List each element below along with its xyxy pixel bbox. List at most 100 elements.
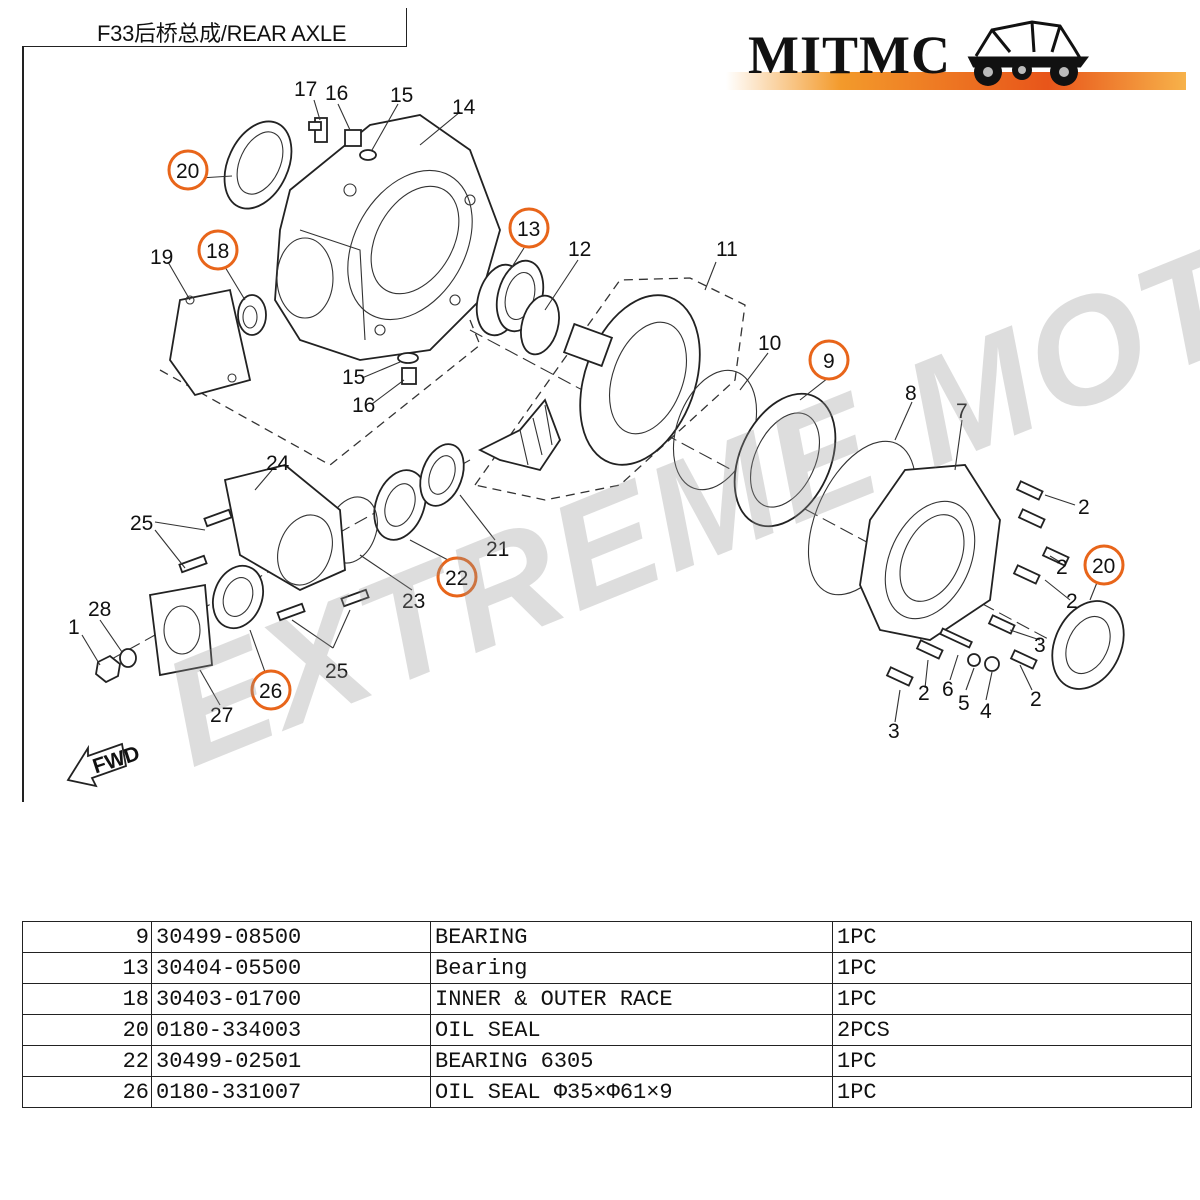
callout-15-lower: 15 [342, 366, 365, 389]
inner-outer-race [237, 294, 267, 336]
cell-item-no: 13 [22, 952, 152, 984]
breather-fitting [308, 117, 328, 143]
table-row: 9 30499-08500 BEARING 1PC [22, 921, 1192, 953]
cell-description: BEARING 6305 [430, 1045, 833, 1077]
table-row: 20 0180-334003 OIL SEAL 2PCS [22, 1014, 1192, 1046]
highlighted-callouts: 20 18 13 9 20 22 26 [167, 149, 1125, 711]
cell-qty: 1PC [832, 1045, 1192, 1077]
cell-description: BEARING [430, 921, 833, 953]
callout-20-lower[interactable]: 20 [1083, 544, 1125, 586]
cell-description: INNER & OUTER RACE [430, 983, 833, 1015]
callout-1: 1 [68, 616, 80, 639]
callout-27: 27 [210, 704, 233, 727]
table-row: 13 30404-05500 Bearing 1PC [22, 952, 1192, 984]
callout-16-upper: 16 [325, 82, 348, 105]
callout-10: 10 [758, 332, 781, 355]
svg-text:13: 13 [517, 218, 540, 241]
pinion-gear [477, 398, 562, 472]
flange-washer [119, 648, 137, 668]
callout-2c: 2 [1066, 590, 1078, 613]
bearing-6305 [373, 469, 427, 541]
callout-24: 24 [266, 452, 290, 475]
cell-item-no: 18 [22, 983, 152, 1015]
callout-13[interactable]: 13 [508, 207, 550, 249]
fwd-arrow-icon: FWD [66, 742, 143, 788]
input-housing [223, 464, 346, 592]
callout-5: 5 [958, 692, 970, 715]
callout-2b: 2 [1056, 556, 1068, 579]
cell-description: Bearing [430, 952, 833, 984]
table-row: 22 30499-02501 BEARING 6305 1PC [22, 1045, 1192, 1077]
page-title: F33后桥总成/REAR AXLE [97, 21, 347, 46]
callout-20-upper[interactable]: 20 [167, 149, 209, 191]
callout-2a: 2 [1078, 496, 1090, 519]
svg-text:22: 22 [445, 567, 468, 590]
callout-2d: 2 [1030, 688, 1042, 711]
shim-ring [520, 294, 560, 356]
drain-plug-lower [397, 352, 419, 385]
housing-gasket [169, 288, 252, 397]
group-outline-housing [159, 319, 481, 466]
cell-part-number: 0180-331007 [151, 1076, 431, 1108]
callout-25b: 25 [325, 660, 348, 683]
callout-4: 4 [980, 700, 992, 723]
cell-qty: 2PCS [832, 1014, 1192, 1046]
cell-qty: 1PC [832, 921, 1192, 953]
cell-part-number: 0180-334003 [151, 1014, 431, 1046]
cell-part-number: 30499-02501 [151, 1045, 431, 1077]
callout-7: 7 [956, 400, 968, 423]
callout-16-lower: 16 [352, 394, 375, 417]
cell-part-number: 30499-08500 [151, 921, 431, 953]
callout-labels: 17 16 15 14 19 15 16 12 11 10 8 7 2 2 2 … [68, 78, 1090, 743]
callout-26[interactable]: 26 [250, 669, 292, 711]
cell-item-no: 20 [22, 1014, 152, 1046]
svg-text:9: 9 [823, 350, 835, 373]
leader-lines [81, 99, 1099, 723]
oil-seal-lower [1051, 600, 1125, 690]
cell-qty: 1PC [832, 952, 1192, 984]
callout-12: 12 [568, 238, 591, 261]
cell-qty: 1PC [832, 983, 1192, 1015]
callout-15-upper: 15 [390, 84, 413, 107]
callout-21: 21 [486, 538, 509, 561]
table-row: 18 30403-01700 INNER & OUTER RACE 1PC [22, 983, 1192, 1015]
callout-23: 23 [402, 590, 425, 613]
callout-8: 8 [905, 382, 917, 405]
frame-rule [22, 46, 24, 802]
cell-item-no: 9 [22, 921, 152, 953]
svg-text:20: 20 [1092, 555, 1115, 578]
callout-9[interactable]: 9 [808, 339, 850, 381]
axle-housing [274, 114, 501, 361]
callout-19: 19 [150, 246, 173, 269]
callout-17: 17 [294, 78, 317, 101]
callout-6: 6 [942, 678, 954, 701]
cell-part-number: 30403-01700 [151, 983, 431, 1015]
main-bearing [733, 392, 837, 528]
flange-nut [95, 654, 121, 684]
brand-logo: MITMC [726, 12, 1186, 100]
cover-bolts [885, 480, 1070, 687]
title-box: F33后桥总成/REAR AXLE [22, 8, 407, 47]
brand-name: MITMC [748, 25, 951, 85]
callout-11: 11 [716, 238, 738, 261]
cell-qty: 1PC [832, 1076, 1192, 1108]
cell-item-no: 26 [22, 1076, 152, 1108]
drain-plug-upper [344, 129, 377, 161]
cell-description: OIL SEAL Φ35×Φ61×9 [430, 1076, 833, 1108]
exploded-diagram: .ln { fill: none; stroke: #222; stroke-w… [66, 78, 1125, 788]
cell-part-number: 30404-05500 [151, 952, 431, 984]
oil-seal-upper [223, 120, 293, 210]
svg-text:26: 26 [259, 680, 282, 703]
svg-text:20: 20 [176, 160, 199, 183]
input-bolts [178, 508, 370, 622]
callout-22[interactable]: 22 [436, 556, 478, 598]
callout-18[interactable]: 18 [197, 229, 239, 271]
callout-14: 14 [452, 96, 476, 119]
callout-3a: 3 [1034, 634, 1046, 657]
cell-description: OIL SEAL [430, 1014, 833, 1046]
ring-gear [562, 294, 701, 466]
bearing-cover [859, 464, 1001, 641]
input-flange [149, 583, 213, 677]
cell-item-no: 22 [22, 1045, 152, 1077]
table-row: 26 0180-331007 OIL SEAL Φ35×Φ61×9 1PC [22, 1076, 1192, 1108]
